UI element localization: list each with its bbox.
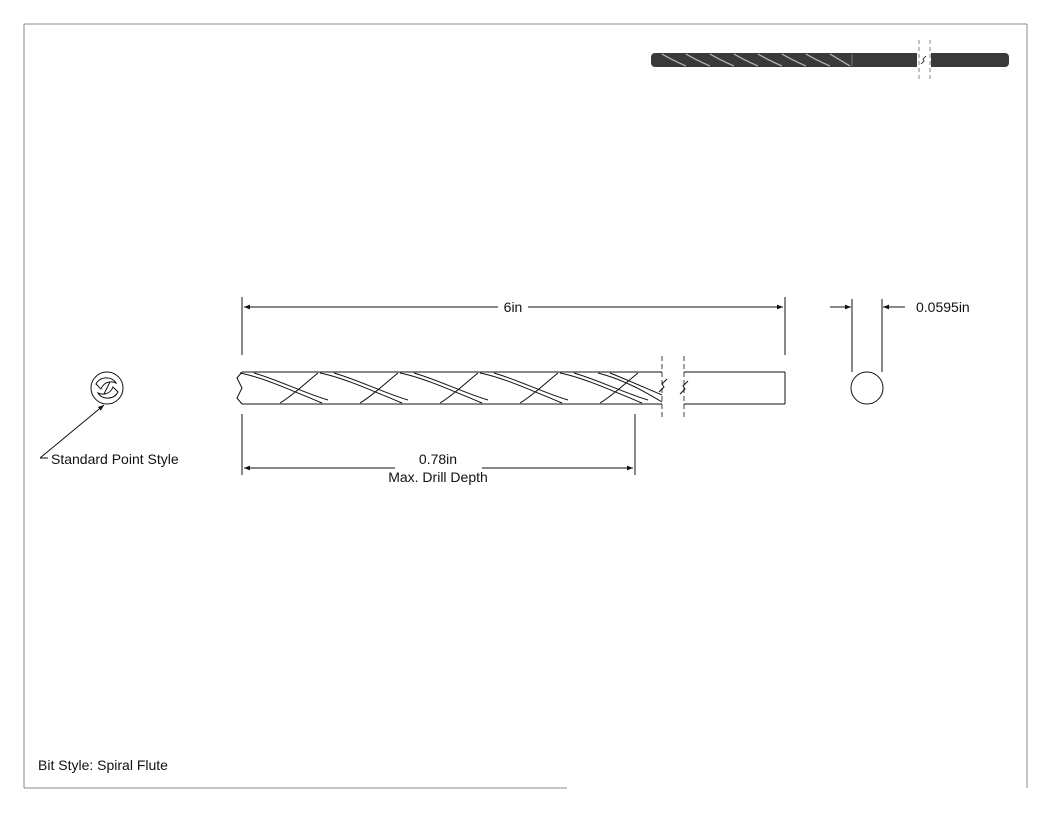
overall-length-label: 6in: [504, 299, 523, 315]
flute-line: [439, 372, 479, 404]
diameter-label: 0.0595in: [916, 299, 970, 315]
flute-line: [319, 372, 403, 404]
overall-length-dimension: [241, 297, 786, 355]
flute-line: [359, 372, 399, 404]
flute-line: [599, 372, 639, 404]
bit-style-label: Bit Style: Spiral Flute: [38, 757, 168, 773]
flute-line: [493, 372, 569, 401]
drill-flute-lines: [239, 372, 649, 404]
flute-line: [333, 372, 409, 401]
drill-preview-render: [651, 40, 1009, 80]
max-depth-dimension: [241, 414, 636, 475]
max-depth-value: 0.78in: [419, 451, 457, 467]
drill-end-view: [850, 371, 884, 405]
flute-line: [479, 372, 563, 404]
point-style-icon: [90, 371, 124, 405]
point-style-leader: [39, 404, 105, 459]
flute-line: [399, 372, 483, 404]
flute-line: [239, 372, 323, 404]
max-depth-label: Max. Drill Depth: [388, 469, 488, 485]
flute-line: [573, 372, 649, 401]
flute-line: [413, 372, 489, 401]
flute-line: [279, 372, 319, 404]
point-style-label: Standard Point Style: [51, 451, 179, 467]
diameter-dimension: [830, 299, 905, 372]
flute-line: [519, 372, 559, 404]
flute-line: [253, 372, 329, 401]
drawing-frame: [23, 23, 1028, 789]
drill-side-view: [236, 356, 786, 420]
flute-line: [559, 372, 643, 404]
